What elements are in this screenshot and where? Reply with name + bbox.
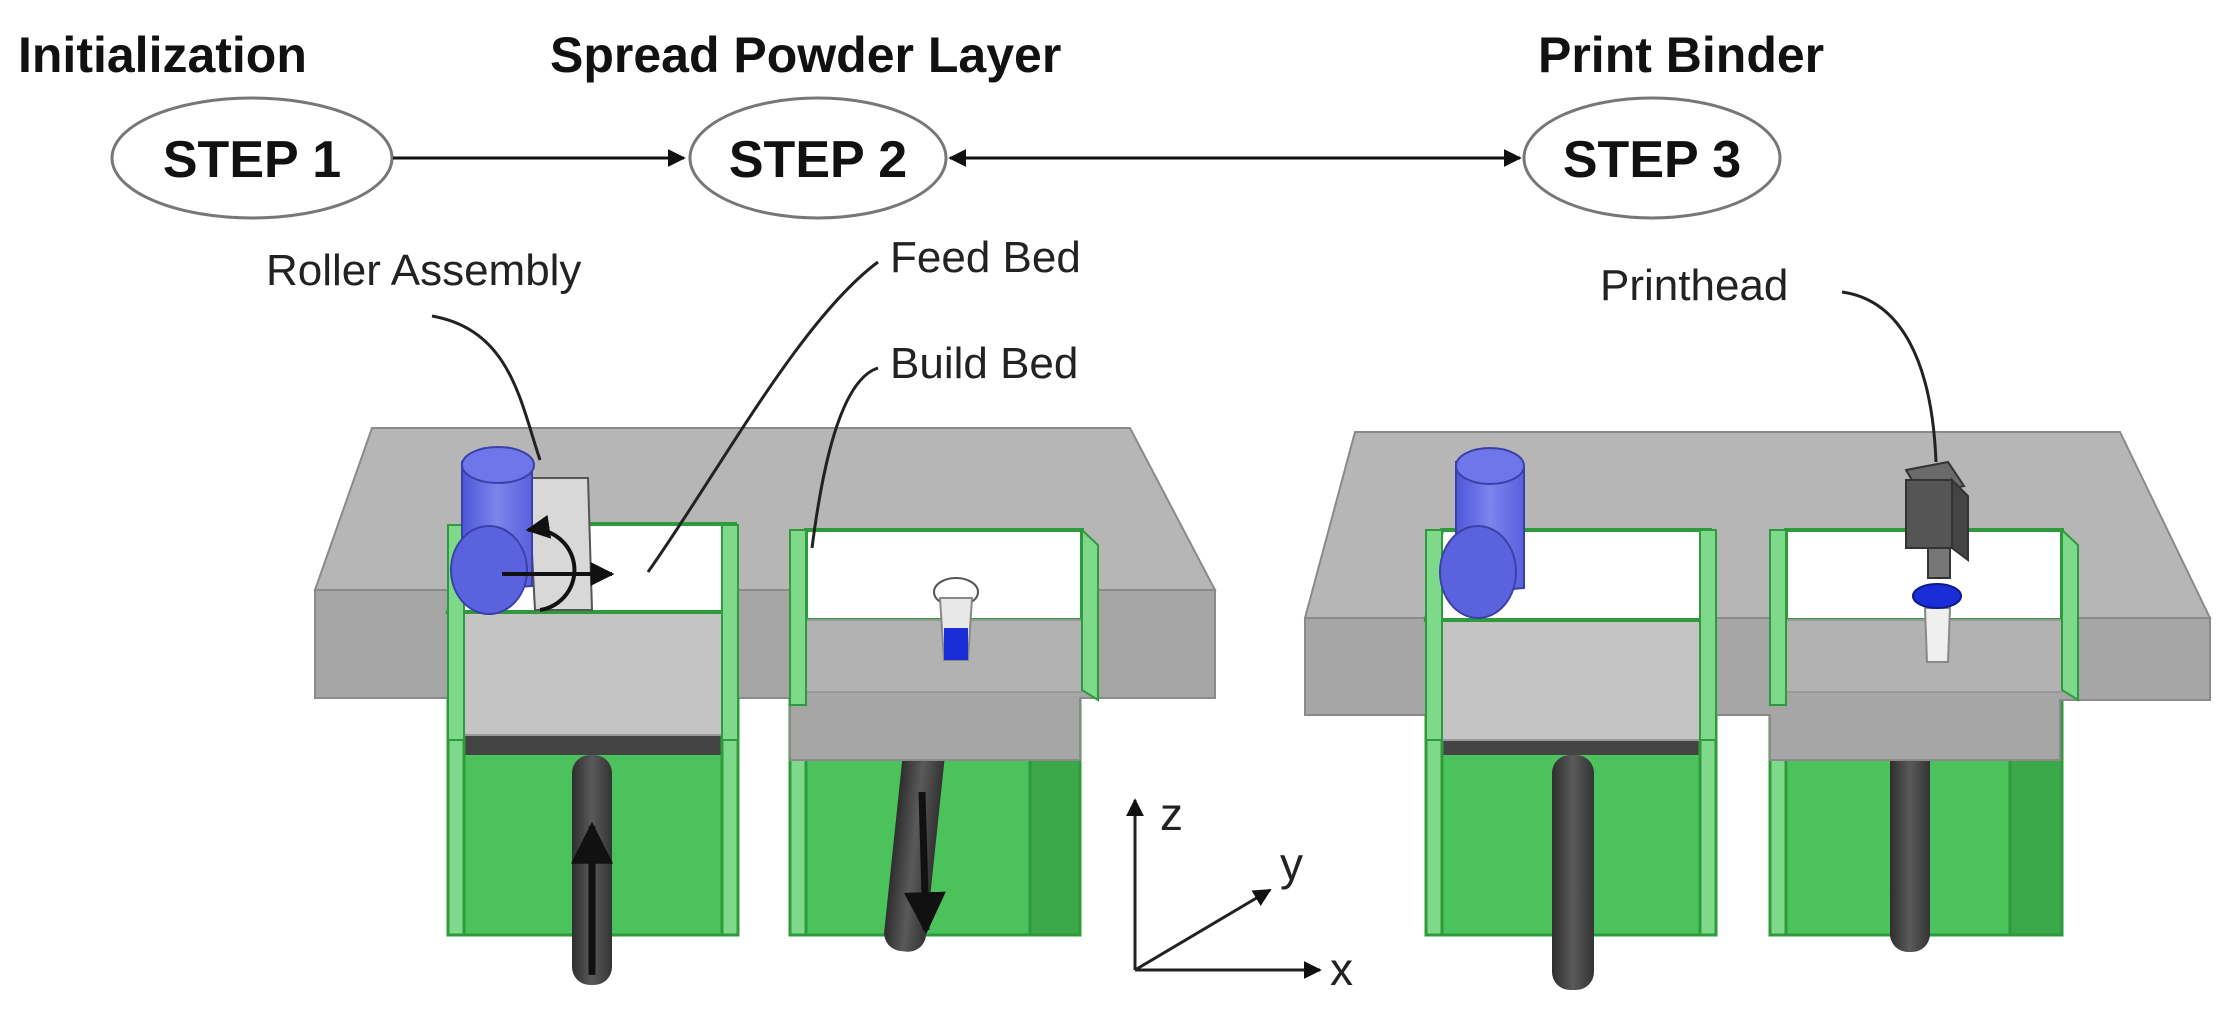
step-1-node: STEP 1 bbox=[110, 96, 394, 220]
step-3-label: STEP 3 bbox=[1563, 131, 1741, 189]
header-spread-powder-layer: Spread Powder Layer bbox=[550, 27, 1061, 83]
printhead bbox=[1904, 460, 1969, 579]
roller-assembly bbox=[450, 446, 615, 615]
label-roller-assembly: Roller Assembly bbox=[266, 246, 581, 295]
axis-x-label: x bbox=[1330, 943, 1353, 995]
platform-right bbox=[1303, 431, 2212, 761]
step-3-node: STEP 3 bbox=[1522, 96, 1782, 220]
build-piston-down-arrow bbox=[903, 791, 946, 935]
header-initialization: Initialization bbox=[18, 27, 307, 83]
label-printhead: Printhead bbox=[1600, 261, 1788, 310]
axis-y-arrow bbox=[1134, 888, 1272, 972]
build-piston bbox=[884, 712, 948, 952]
leader-feed-bed bbox=[646, 260, 879, 573]
coordinate-axes: z y x bbox=[1126, 788, 1353, 995]
leader-build-bed bbox=[810, 366, 879, 549]
build-piston-right bbox=[1890, 712, 1930, 952]
roller-right bbox=[1439, 447, 1525, 619]
machine-print-binder bbox=[1303, 290, 2212, 990]
label-build-bed: Build Bed bbox=[890, 339, 1078, 388]
printed-part bbox=[933, 577, 979, 661]
leader-roller-assembly bbox=[431, 314, 542, 461]
printed-part-right bbox=[1912, 583, 1962, 663]
step-1-label: STEP 1 bbox=[163, 131, 341, 189]
roller-rotation-arrow bbox=[525, 514, 577, 612]
axis-z-label: z bbox=[1160, 788, 1183, 840]
step-2-label: STEP 2 bbox=[729, 131, 907, 189]
leader-printhead bbox=[1841, 290, 1938, 463]
header-print-binder: Print Binder bbox=[1538, 27, 1824, 83]
label-feed-bed: Feed Bed bbox=[890, 233, 1081, 282]
machine-spread-powder bbox=[313, 260, 1217, 985]
step-2-node: STEP 2 bbox=[688, 96, 948, 220]
axis-y-label: y bbox=[1280, 838, 1303, 890]
feed-piston-right bbox=[1552, 755, 1594, 990]
platform-left bbox=[313, 427, 1217, 761]
